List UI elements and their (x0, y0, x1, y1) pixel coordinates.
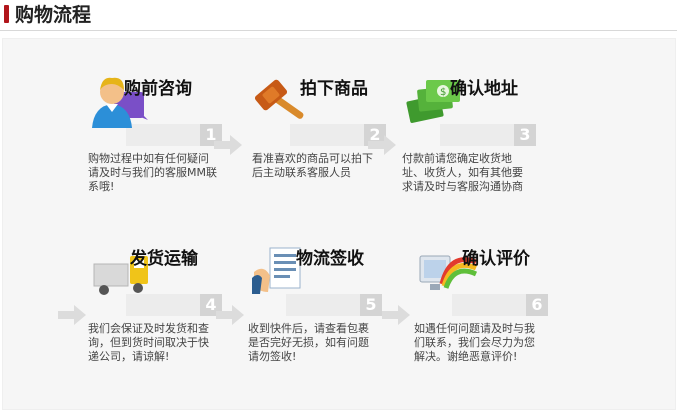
step-receive: 5 物流签收 收到快件后，请查看包裹是否完好无损，如有问题请勿签收! (248, 242, 378, 392)
step-title: 发货运输 (130, 249, 198, 269)
step-description: 我们会保证及时发货和查询，但到货时间取决于快递公司，请谅解! (88, 322, 218, 364)
arrow-right-icon (382, 305, 410, 325)
step-title: 确认评价 (462, 249, 530, 269)
step-address: 3 $ 确认地址 付款前请您确定收货地址、收货人，如有其他要求请及时与客服沟通协… (402, 72, 532, 222)
step-number: 5 (360, 294, 382, 316)
step-title: 确认地址 (450, 79, 518, 99)
step-number: 3 (514, 124, 536, 146)
step-description: 看准喜欢的商品可以拍下后主动联系客服人员 (252, 152, 382, 180)
header-accent-bar (4, 5, 9, 23)
arrow-right-icon (58, 305, 86, 325)
step-description: 如遇任何问题请及时与我们联系，我们会尽力为您解决。谢绝恶意评价! (414, 322, 544, 364)
step-description: 收到快件后，请查看包裹是否完好无损，如有问题请勿签收! (248, 322, 378, 364)
step-review: 6 确认评价 如遇任何问题请及时与我们联系，我们会尽力为您解决。谢绝恶意评价! (414, 242, 544, 392)
step-title: 购前咨询 (124, 79, 192, 99)
step-shipping: 4 发货运输 我们会保证及时发货和查询，但到货时间取决于快递公司，请谅解! (88, 242, 218, 392)
page-header: 购物流程 (0, 0, 677, 31)
step-description: 购物过程中如有任何疑问请及时与我们的客服MM联系哦! (88, 152, 218, 194)
step-order: 2 拍下商品 看准喜欢的商品可以拍下后主动联系客服人员 (252, 72, 382, 222)
page-title: 购物流程 (15, 3, 91, 27)
step-title: 拍下商品 (300, 79, 368, 99)
step-number: 6 (526, 294, 548, 316)
arrow-right-icon (216, 305, 244, 325)
arrow-right-icon (214, 135, 242, 155)
arrow-right-icon (368, 135, 396, 155)
step-consult: 1 购前咨询 购物过程中如有任何疑问请及时与我们的客服MM联系哦! (88, 72, 218, 222)
svg-text:$: $ (440, 87, 446, 98)
step-description: 付款前请您确定收货地址、收货人，如有其他要求请及时与客服沟通协商 (402, 152, 532, 194)
step-title: 物流签收 (296, 249, 364, 269)
